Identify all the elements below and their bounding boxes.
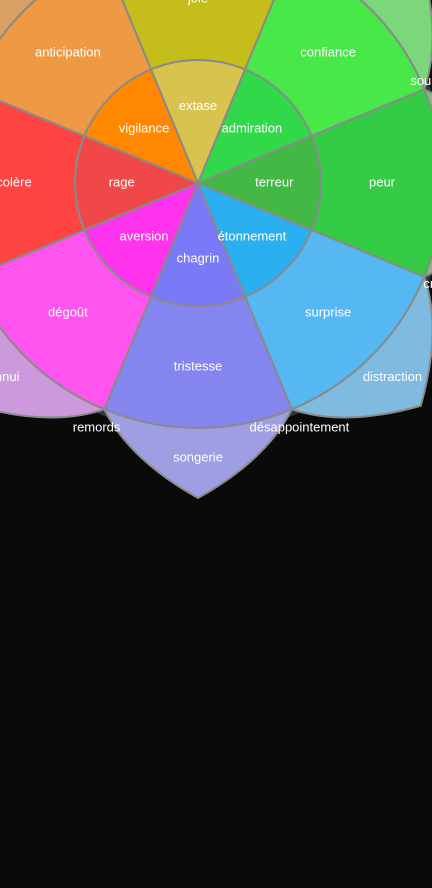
petal-surprise [196, 181, 432, 419]
emotion-label: extase [179, 98, 217, 113]
petal-sadness [102, 180, 294, 500]
emotion-label: chagrin [177, 251, 220, 266]
emotion-label: aversion [120, 228, 169, 243]
dyad-label: remords [73, 419, 121, 434]
petal-disgust-ring-3 [0, 325, 108, 419]
petal-joy-ring-2 [121, 0, 275, 71]
emotion-label: confiance [300, 44, 356, 59]
labels: extasejoiesérénitéadmirationconfianceacc… [0, 0, 432, 464]
emotion-label: terreur [255, 174, 294, 189]
dyad-label: désappointement [250, 419, 350, 434]
dyad-label: crainte [423, 276, 432, 291]
petal-surprise-ring-3 [288, 273, 432, 419]
emotion-label: rage [109, 174, 135, 189]
dyad-label: soumission [410, 73, 432, 88]
emotion-label: étonnement [218, 228, 287, 243]
emotion-label: surprise [305, 305, 351, 320]
petal-anger [0, 99, 201, 267]
petal-anticipation-ring-3 [0, 0, 37, 41]
emotion-label: dégoût [48, 305, 88, 320]
emotion-label: anticipation [35, 44, 101, 59]
emotion-label: colère [0, 174, 32, 189]
emotion-label: distraction [363, 369, 422, 384]
emotion-label: joie [187, 0, 208, 5]
petal-joy [121, 0, 275, 186]
emotion-label: songerie [173, 449, 223, 464]
petal-trust [196, 0, 432, 185]
petal-disgust [0, 181, 200, 419]
emotion-label: admiration [222, 121, 283, 136]
petal-anticipation-ring-2 [0, 0, 153, 138]
petal-sadness-ring-3 [102, 407, 294, 500]
emotion-label: ennui [0, 369, 20, 384]
emotion-label: peur [369, 174, 396, 189]
petal-trust-ring-3 [359, 0, 432, 93]
petal-fear [195, 87, 432, 279]
petal-anger-ring-2 [0, 99, 86, 267]
petals [0, 0, 432, 500]
emotion-label: vigilance [119, 121, 170, 136]
petal-anticipation [0, 0, 200, 185]
emotion-label: tristesse [174, 358, 222, 373]
